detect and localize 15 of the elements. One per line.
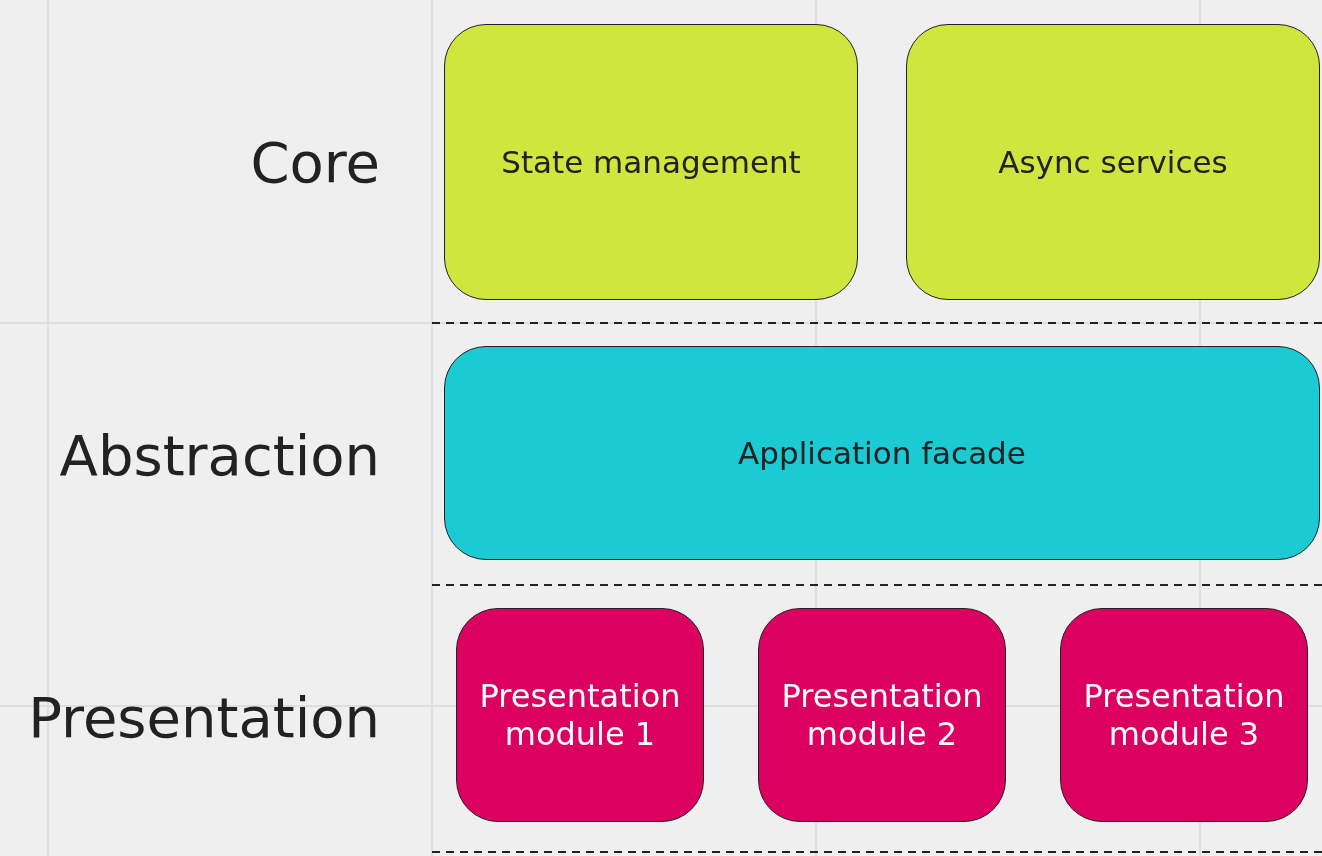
component-box (758, 608, 1006, 822)
component-name: Application facade (737, 435, 1027, 471)
layer-label: Abstraction (59, 422, 380, 488)
component-name: Async services (997, 144, 1229, 180)
component-box (444, 24, 858, 300)
component-box (906, 24, 1320, 300)
component-box (1060, 608, 1308, 822)
layer-label: Presentation (28, 684, 380, 750)
layer-label: Core (250, 129, 380, 195)
component-name: Presentation module 2 (780, 677, 984, 753)
component-box (444, 346, 1320, 560)
component-name: Presentation module 1 (478, 677, 682, 753)
component-box (456, 608, 704, 822)
component-name: Presentation module 3 (1082, 677, 1286, 753)
component-name: State management (500, 144, 802, 180)
